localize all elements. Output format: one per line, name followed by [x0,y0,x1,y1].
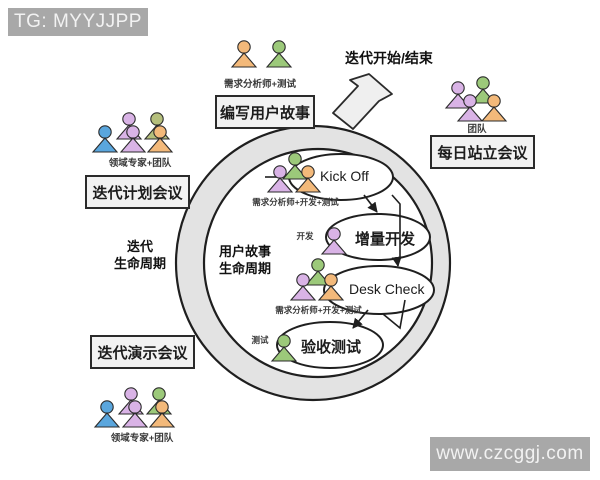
label-user-story-lifecycle-line1: 用户故事 [218,244,271,259]
ellipse-incremental [325,213,431,261]
iteration-start-end-arrow-icon [332,73,393,130]
stage-flow-arrows [352,194,402,329]
ellipse-desk-check [323,265,435,315]
caption-tester: 测试 [251,335,269,345]
caption-dev: 开发 [296,231,314,241]
caption-analyst-tester: 需求分析师+测试 [223,79,297,90]
label-user-story-lifecycle: 用户故事 生命周期 [205,243,285,277]
label-iteration-start-end: 迭代开始/结束 [345,50,433,66]
label-iteration-lifecycle-line2: 生命周期 [113,256,166,271]
stage-label-desk-check[interactable]: Desk Check [349,281,425,297]
people-domain-expert-team-top [92,112,173,153]
stage-label-acceptance-test[interactable]: 验收测试 [301,339,362,356]
caption-analyst-dev-test-deskcheck: 需求分析师+开发+测试 [275,305,362,315]
box-iteration-demo-meeting[interactable]: 迭代演示会议 [90,335,195,369]
caption-team: 团队 [467,124,487,135]
stage-ellipses [276,153,435,369]
people-domain-expert-team-bottom [94,387,175,428]
people-analyst-tester [231,40,292,68]
box-write-user-story[interactable]: 编写用户故事 [215,95,315,129]
box-daily-standup-meeting[interactable]: 每日站立会议 [430,135,535,169]
label-iteration-lifecycle-line1: 迭代 [126,239,153,254]
box-iteration-planning-meeting[interactable]: 迭代计划会议 [85,175,190,209]
stage-label-incremental-development[interactable]: 增量开发 [355,231,416,248]
ellipse-acceptance [276,321,384,369]
watermark-bottom-right: www.czcggj.com [430,437,590,471]
caption-analyst-dev-test-kickoff: 需求分析师+开发+测试 [252,197,339,207]
caption-domain-expert-team-top: 领域专家+团队 [108,158,172,169]
watermark-top-left: TG: MYYJJPP [8,8,148,36]
stage-label-kick-off[interactable]: Kick Off [320,168,369,184]
label-user-story-lifecycle-line2: 生命周期 [218,261,271,276]
people-team [445,76,507,122]
caption-domain-expert-team-bottom: 领域专家+团队 [110,433,174,444]
label-iteration-lifecycle: 迭代 生命周期 [100,238,180,272]
